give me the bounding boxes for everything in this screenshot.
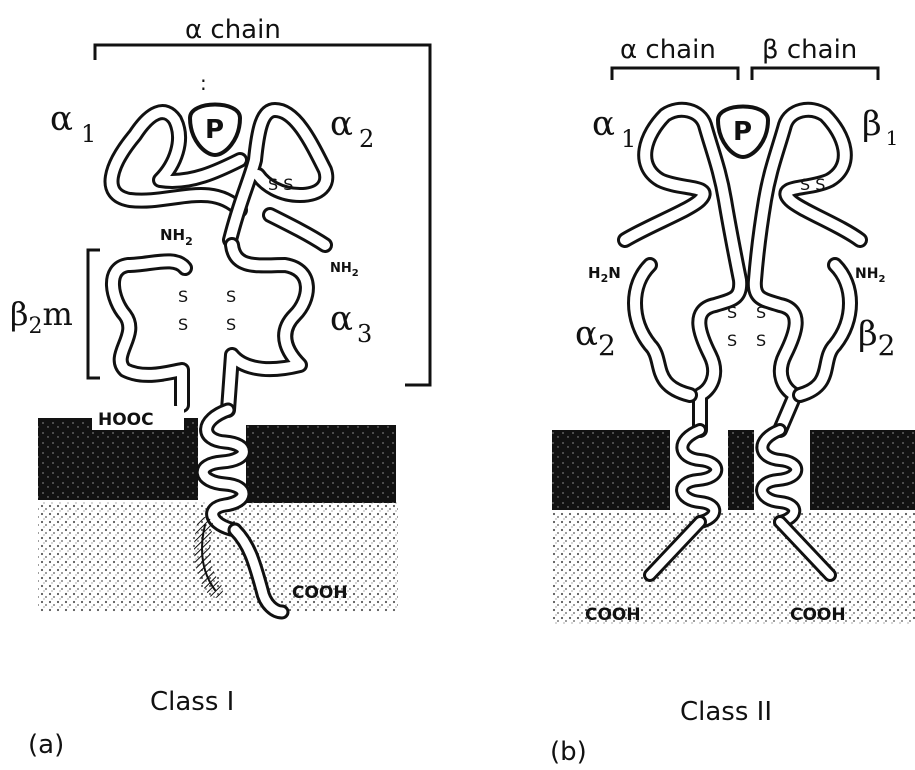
ss-right-2-b: S [756,331,766,350]
panel-a-letter: (a) [28,730,64,760]
hooc-label: HOOC [98,410,154,430]
alpha2-label-b: α2 [575,314,616,362]
membrane-bilayer-b-mid [728,430,754,510]
ss-left-1-a: S [178,287,188,306]
beta2m-label: β2m [10,295,73,339]
ss-left-1-b: S [727,303,737,322]
peptide-label-b: P [733,117,752,147]
ss-left-2-b: S [727,331,737,350]
membrane-bilayer-a-right [246,425,396,503]
nh2-left-a: NH2 [160,226,193,248]
membrane-bilayer-b-left [552,430,670,510]
panel-a-class-i: α chain [10,15,430,760]
class-i-label: Class I [150,687,234,717]
membrane-bilayer-a [38,418,198,500]
cooh-label-a: COOH [292,583,348,603]
alpha-chain-bracket-b [612,68,738,80]
h2n-label-b: H2N [588,264,621,285]
alpha-chain-label-b: α chain [620,35,716,65]
disulfide-top-b: S S [800,175,825,194]
beta-chain-label-b: β chain [762,35,857,65]
ss-right-1-a: S [226,287,236,306]
beta2m-bracket [88,250,100,378]
class-ii-beta-chain [755,110,860,430]
nh2-label-b: NH2 [855,266,885,285]
ss-left-2-a: S [178,315,188,334]
disulfide-top-a: S S [268,175,293,194]
ss-right-2-a: S [226,315,236,334]
panel-b-letter: (b) [550,737,587,767]
class-ii-alpha-chain [625,110,740,430]
beta-chain-bracket-b [752,68,878,80]
panel-b-class-ii: α chain β chain [550,35,915,767]
membrane-bilayer-b-right [810,430,915,510]
peptide-label-a: P [205,115,224,145]
beta2-label-b: β2 [858,314,895,362]
beta2-microglobulin [113,261,185,405]
nh2-right-a: NH2 [330,261,359,279]
cooh-right-b: COOH [790,605,846,625]
peptide-dot-a: : [200,71,207,95]
cooh-left-b: COOH [585,605,641,625]
class-ii-label: Class II [680,697,772,727]
ss-right-1-b: S [756,303,766,322]
alpha-chain-label: α chain [185,15,281,45]
